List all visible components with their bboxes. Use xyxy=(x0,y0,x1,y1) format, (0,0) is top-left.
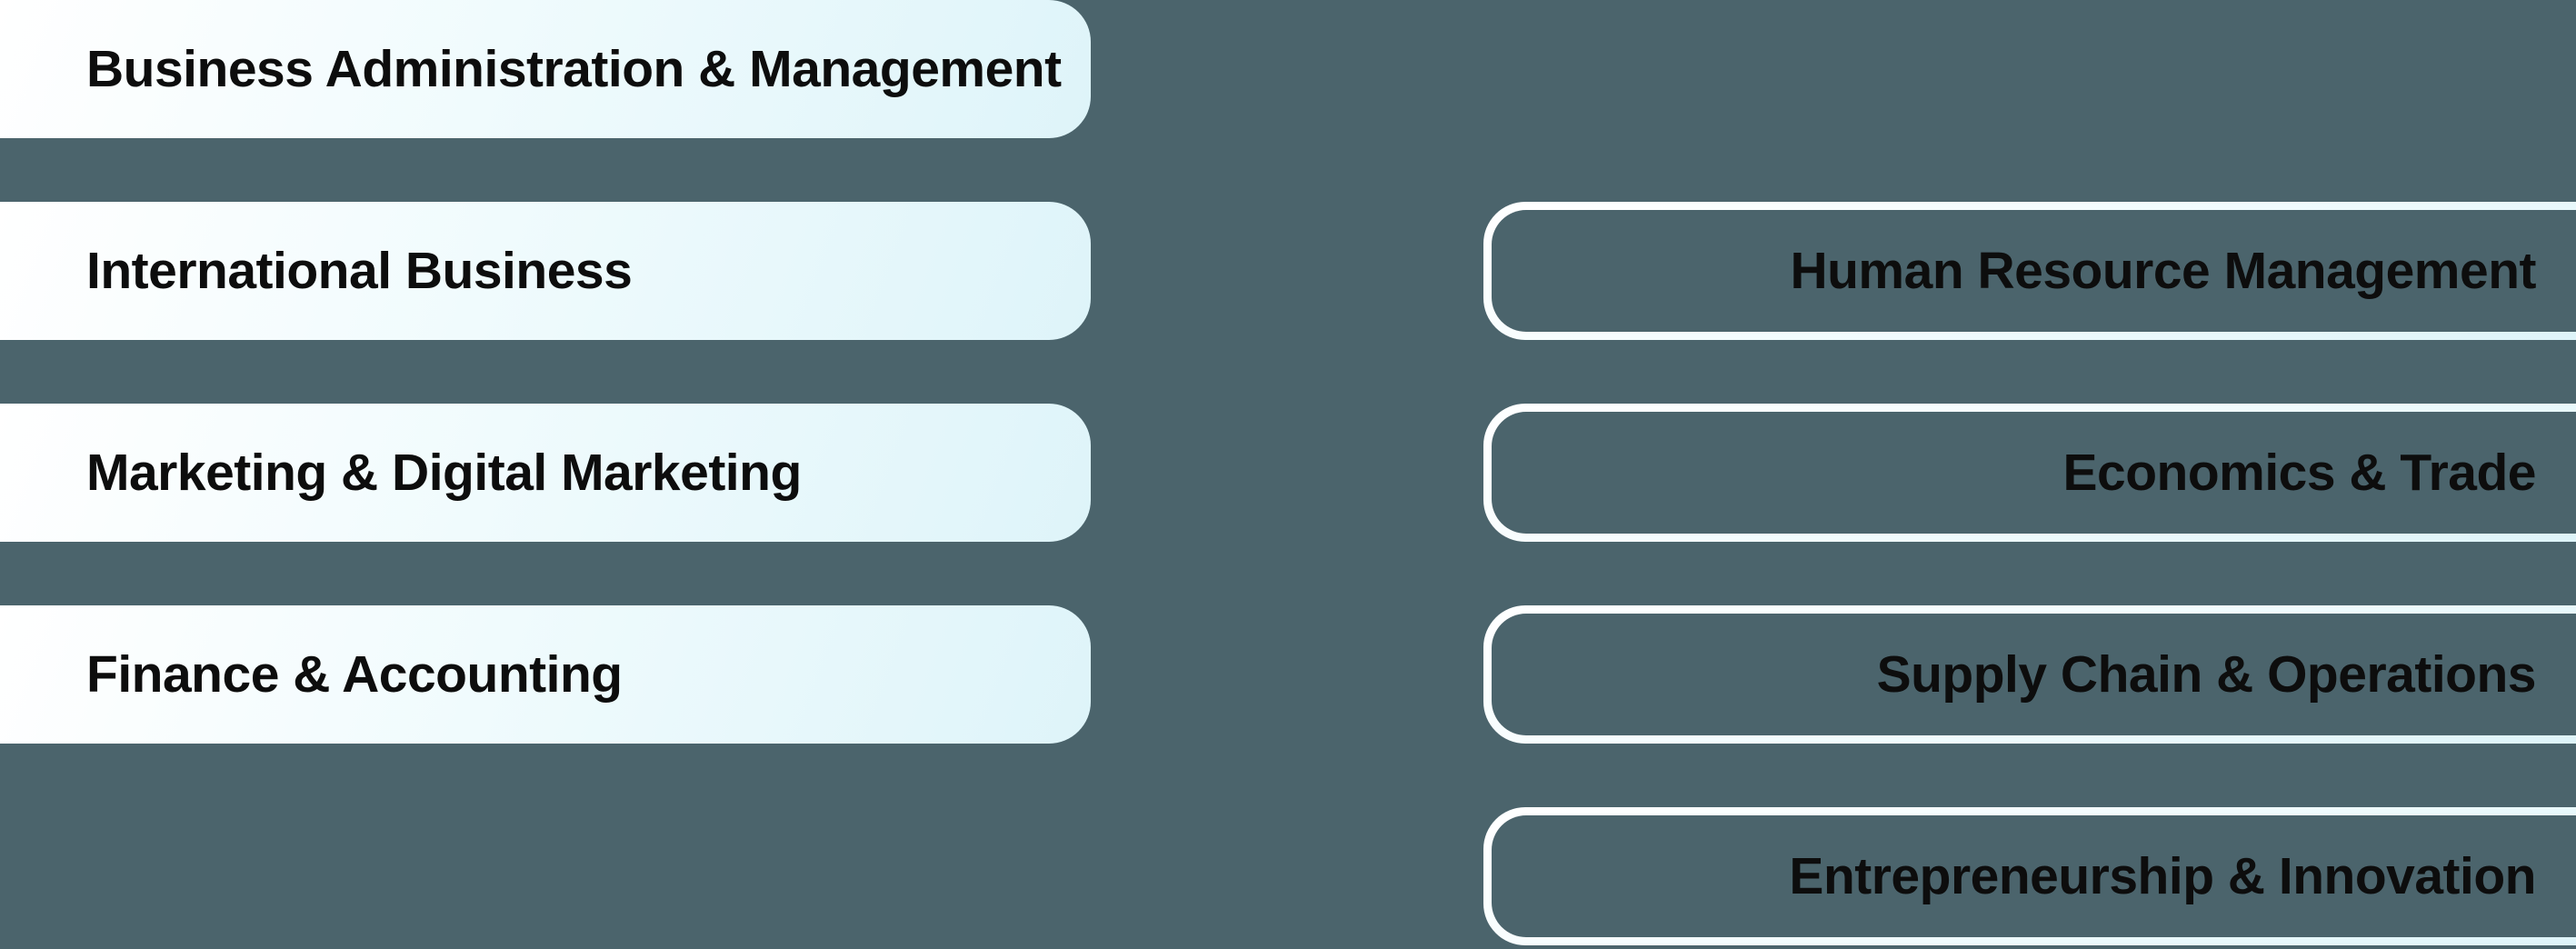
category-label: Entrepreneurship & Innovation xyxy=(1789,847,2536,905)
category-label: Economics & Trade xyxy=(2062,444,2536,502)
category-label: Human Resource Management xyxy=(1790,242,2536,300)
pill-finance-accounting: Finance & Accounting xyxy=(0,605,1091,744)
pill-inner: Supply Chain & Operations xyxy=(1492,614,2576,735)
category-label: Supply Chain & Operations xyxy=(1876,645,2537,704)
pill-human-resource-management: Human Resource Management xyxy=(1483,202,2576,340)
pill-supply-chain-operations: Supply Chain & Operations xyxy=(1483,605,2576,744)
pill-business-administration-management: Business Administration & Management xyxy=(0,0,1091,138)
pill-economics-trade: Economics & Trade xyxy=(1483,404,2576,542)
category-label: Business Administration & Management xyxy=(86,40,1062,98)
pill-inner: Human Resource Management xyxy=(1492,210,2576,332)
category-label: Marketing & Digital Marketing xyxy=(86,444,802,502)
category-label: International Business xyxy=(86,242,633,300)
category-label: Finance & Accounting xyxy=(86,645,623,704)
pill-international-business: International Business xyxy=(0,202,1091,340)
pill-inner: Entrepreneurship & Innovation xyxy=(1492,815,2576,937)
pill-inner: Economics & Trade xyxy=(1492,412,2576,534)
pill-marketing-digital-marketing: Marketing & Digital Marketing xyxy=(0,404,1091,542)
pill-entrepreneurship-innovation: Entrepreneurship & Innovation xyxy=(1483,807,2576,945)
